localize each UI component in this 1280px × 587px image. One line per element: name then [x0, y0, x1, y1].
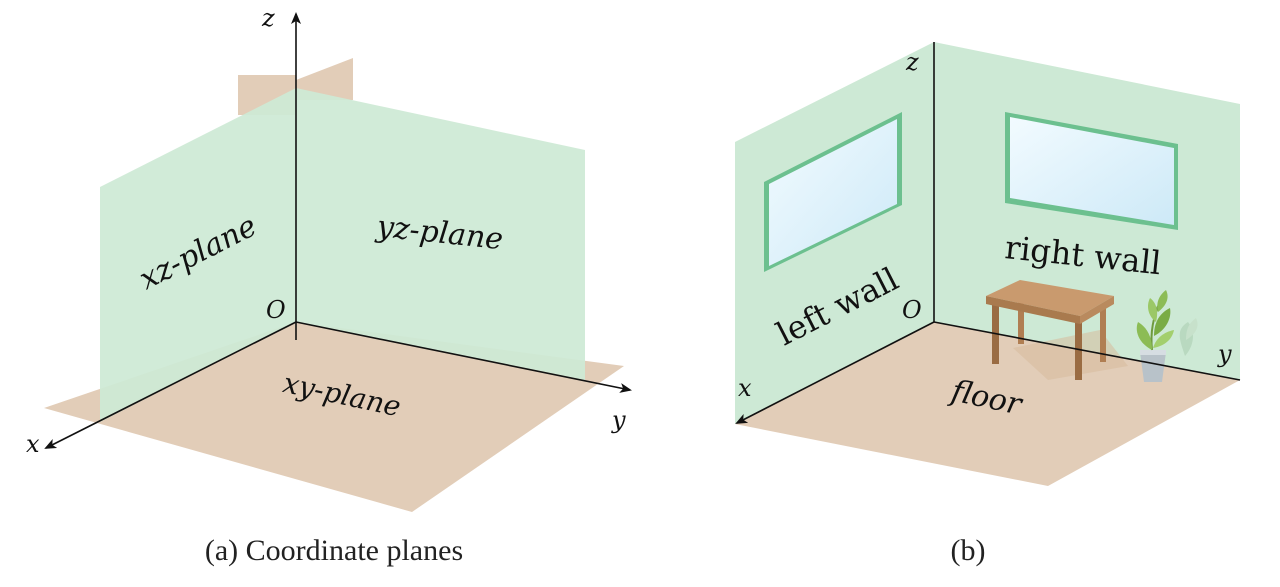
panel-b-x-axis-label: x	[738, 374, 752, 402]
y-axis-line	[295, 321, 632, 393]
panel-a-origin-label: O	[266, 296, 286, 324]
plant-icon	[1136, 290, 1198, 382]
left-window-glass	[769, 119, 897, 266]
panel-b-y-axis-label: y	[1217, 340, 1232, 368]
panel-a-y-axis-label: y	[611, 406, 626, 434]
yz-plane-shape	[296, 88, 585, 380]
x-axis-line	[44, 321, 297, 449]
panel-b-room: z y x O left wall right wall floor (b)	[735, 42, 1241, 567]
panel-b-origin-label: O	[902, 296, 922, 324]
panel-a-coordinate-planes: z y x O xz-plane yz-plane xy-plane (a) C…	[26, 4, 632, 567]
xz-plane-shape	[100, 88, 296, 422]
panel-a-caption: (a) Coordinate planes	[205, 534, 463, 567]
panel-a-x-axis-label: x	[26, 430, 40, 458]
panel-a-z-axis-label: z	[261, 4, 275, 32]
panel-b-z-axis-label: z	[905, 48, 919, 76]
right-window-glass	[1010, 117, 1174, 225]
room-x-axis-line	[735, 321, 935, 424]
room-y-axis-line	[933, 321, 1241, 381]
panel-b-caption: (b)	[951, 534, 986, 567]
yz-plane-back-tab	[296, 58, 353, 100]
